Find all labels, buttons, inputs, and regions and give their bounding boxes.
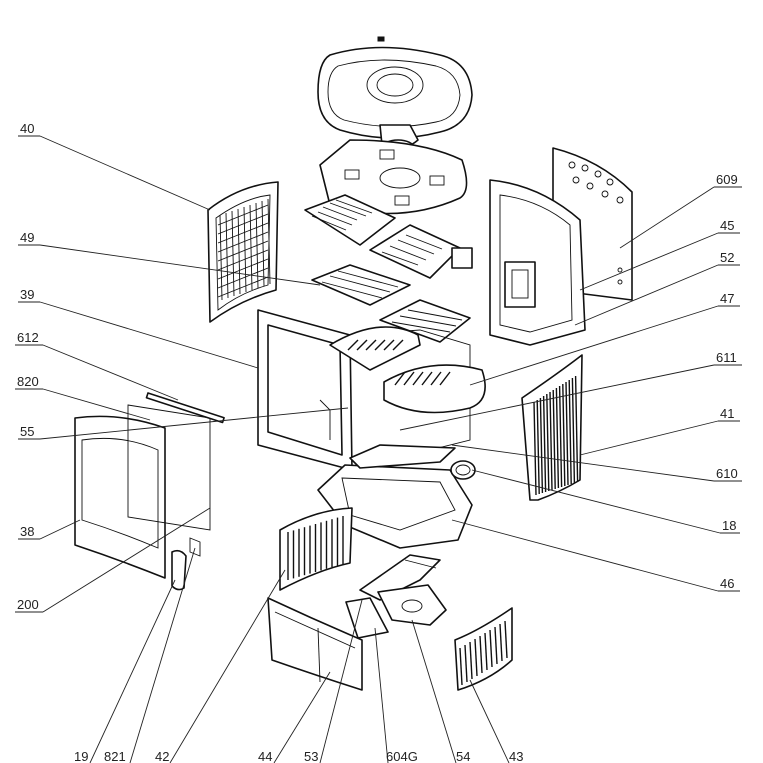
rack-panel-lower: [311, 264, 411, 306]
ash-door: [267, 597, 363, 691]
callout-39: 39: [18, 287, 259, 369]
callout-38: 38: [18, 519, 81, 540]
callout-45: 45: [579, 218, 740, 291]
stove-parts: [74, 36, 633, 691]
callout-821: 821: [104, 547, 196, 763]
callout-label: 609: [716, 172, 738, 187]
top-plate: [317, 36, 473, 139]
rack-panel-upper: [304, 194, 396, 246]
callout-label: 54: [456, 749, 470, 763]
callout-label: 820: [17, 374, 39, 389]
right-lower-grille: [454, 607, 513, 691]
top-baffle: [319, 139, 468, 215]
callout-40: 40: [18, 121, 211, 211]
callout-54: 54: [411, 619, 470, 763]
callout-53: 53: [304, 599, 363, 763]
callout-label: 39: [20, 287, 34, 302]
callout-200: 200: [15, 507, 211, 613]
callout-19: 19: [74, 579, 176, 763]
callout-46: 46: [451, 519, 740, 592]
left-side-grid-panel: [207, 181, 279, 323]
callout-label: 200: [17, 597, 39, 612]
callout-55: 55: [18, 407, 349, 440]
callout-44: 44: [258, 671, 331, 763]
callout-42: 42: [155, 569, 286, 763]
right-side-panel: [521, 354, 583, 501]
callout-label: 55: [20, 424, 34, 439]
callout-label: 53: [304, 749, 318, 763]
callout-52: 52: [574, 250, 740, 326]
callout-label: 45: [720, 218, 734, 233]
callout-label: 40: [20, 121, 34, 136]
callout-label: 42: [155, 749, 169, 763]
callouts: 40 49 39 612 820 55: [15, 121, 742, 763]
callout-label: 19: [74, 749, 88, 763]
door-handle: [171, 537, 201, 591]
callout-label: 604G: [386, 749, 418, 763]
callout-label: 47: [720, 291, 734, 306]
callout-label: 612: [17, 330, 39, 345]
callout-609: 609: [619, 172, 742, 249]
callout-610: 610: [451, 444, 742, 482]
callout-47: 47: [469, 291, 740, 386]
front-door: [74, 392, 225, 579]
rack-panel-mid: [369, 224, 461, 279]
callout-label: 52: [720, 250, 734, 265]
callout-41: 41: [579, 406, 740, 456]
ash-tray: [345, 554, 447, 639]
callout-18: 18: [471, 469, 740, 534]
callout-label: 44: [258, 749, 272, 763]
callout-label: 46: [720, 576, 734, 591]
rack-panel-right: [379, 299, 471, 343]
callout-604G: 604G: [374, 627, 418, 763]
back-wall-panel: [451, 179, 586, 346]
callout-label: 18: [722, 518, 736, 533]
callout-611: 611: [399, 350, 742, 431]
baffle-plate: [329, 326, 486, 414]
callout-label: 41: [720, 406, 734, 421]
callout-label: 611: [716, 350, 737, 365]
callout-label: 43: [509, 749, 523, 763]
callout-label: 49: [20, 230, 34, 245]
base-plate: [317, 444, 476, 549]
callout-612: 612: [15, 330, 179, 401]
lower-grille: [279, 507, 353, 591]
callout-43: 43: [469, 679, 523, 763]
firebox-frame: [257, 309, 471, 471]
callout-label: 821: [104, 749, 126, 763]
callout-49: 49: [18, 230, 321, 286]
callout-label: 610: [716, 466, 738, 481]
callout-label: 38: [20, 524, 34, 539]
callout-820: 820: [15, 374, 151, 421]
